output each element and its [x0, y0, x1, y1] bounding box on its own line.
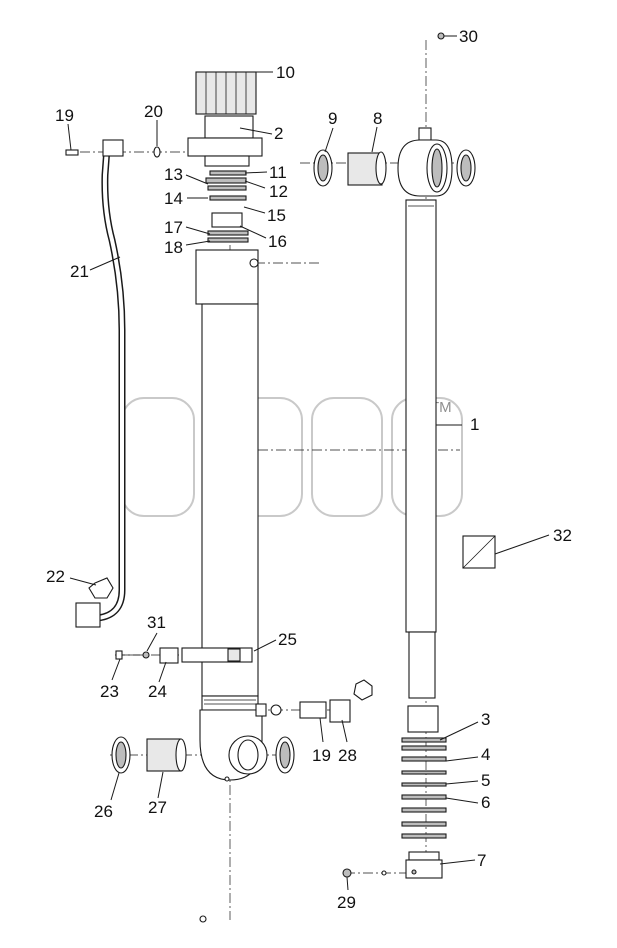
callout-21: 21	[70, 262, 89, 281]
cylinder-barrel-assembly	[65, 71, 373, 923]
callout-23: 23	[100, 682, 119, 701]
seal-ring-right-upper	[456, 149, 476, 187]
callout-4: 4	[481, 745, 490, 764]
cylinder-barrel	[195, 249, 268, 781]
gland-nut-part-10	[195, 71, 257, 115]
callout-29: 29	[337, 893, 356, 912]
bushing-part-27	[146, 738, 187, 772]
elbow-fitting-parts-19-28	[270, 679, 373, 723]
label-part-32	[462, 535, 496, 569]
seal-ring-part-9	[313, 149, 333, 187]
callout-17: 17	[164, 218, 183, 237]
callout-5: 5	[481, 771, 490, 790]
callout-9: 9	[328, 109, 337, 128]
callout-2: 2	[274, 124, 283, 143]
piston-rod-part-1	[405, 199, 437, 699]
grease-fitting-bottom	[199, 776, 230, 923]
piston-rod-assembly	[313, 32, 476, 879]
callout-28: 28	[338, 746, 357, 765]
callout-11: 11	[269, 163, 287, 182]
seal-ring-right-lower	[275, 736, 295, 774]
seal-ring-part-26	[111, 736, 131, 774]
bolt-and-washer-parts-23-31	[115, 650, 150, 660]
bushing-part-8	[347, 151, 387, 186]
callout-7: 7	[477, 851, 486, 870]
callout-16: 16	[268, 232, 287, 251]
grease-nipple-part-30	[437, 32, 445, 40]
callout-8: 8	[373, 109, 382, 128]
callout-22: 22	[46, 567, 65, 586]
callout-19-upper: 19	[55, 106, 74, 125]
callout-15: 15	[267, 206, 286, 225]
hydraulic-tube-part-21	[75, 139, 126, 628]
callout-18: 18	[164, 238, 183, 257]
tube-clamp-part-25	[181, 647, 253, 663]
callout-27: 27	[148, 798, 167, 817]
piston-part-3	[407, 705, 439, 733]
rod-eye	[397, 127, 453, 197]
callout-26: 26	[94, 802, 113, 821]
piston-seals-parts-4-6	[401, 737, 447, 839]
callout-25: 25	[278, 630, 297, 649]
callout-32: 32	[553, 526, 572, 545]
leader-lines	[67, 35, 550, 891]
callout-30: 30	[459, 27, 478, 46]
callout-20: 20	[144, 102, 163, 121]
callout-12: 12	[269, 182, 288, 201]
callout-10: 10	[276, 63, 295, 82]
callout-6: 6	[481, 793, 490, 812]
callout-19-lower: 19	[312, 746, 331, 765]
callout-14: 14	[164, 189, 183, 208]
piston-nut-part-7	[405, 851, 443, 879]
callout-24: 24	[148, 682, 167, 701]
callout-31: 31	[147, 613, 166, 632]
clamp-block-part-24	[159, 647, 179, 664]
callout-3: 3	[481, 710, 490, 729]
callout-1: 1	[470, 415, 479, 434]
cylinder-head-part-2	[187, 115, 263, 167]
screw-and-oring-parts-19-20	[65, 146, 161, 158]
callout-labels: 1 2 3 4 5 6 7 8 9 10 11 12 13 14 15 16 1…	[46, 27, 572, 912]
callout-13: 13	[164, 165, 183, 184]
seal-stack-parts-11-18	[205, 170, 249, 243]
